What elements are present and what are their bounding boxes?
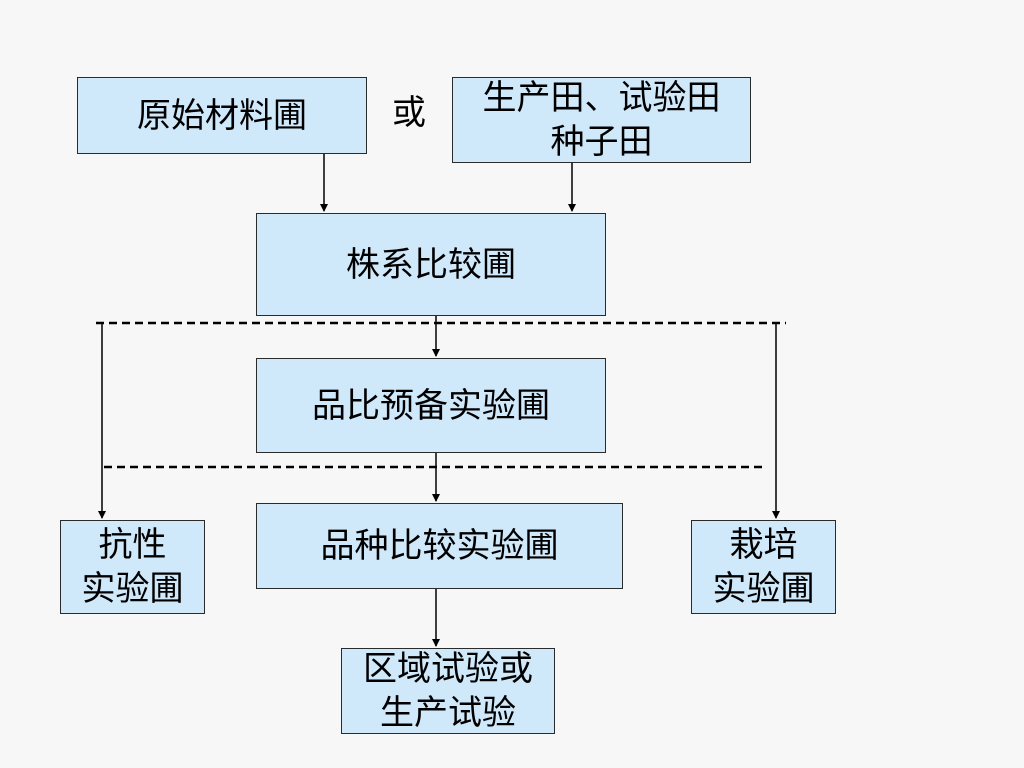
- or-connector-text: 或: [392, 93, 426, 133]
- line-comparison-label: 株系比较圃: [346, 244, 516, 285]
- production-trial-seed-field-box: 生产田、试验田 种子田: [452, 77, 751, 163]
- seed-field-label: 种子田: [550, 122, 653, 162]
- regional-trial-box: 区域试验或 生产试验: [341, 648, 555, 734]
- regional-trial-label: 区域试验或: [363, 649, 533, 689]
- resistance-trial-label: 实验圃: [81, 569, 184, 609]
- production-trial-field-label: 生产田、试验田: [482, 78, 721, 118]
- variety-comparison-box: 品种比较实验圃: [256, 503, 623, 589]
- variety-comparison-label: 品种比较实验圃: [320, 526, 559, 566]
- preliminary-trial-box: 品比预备实验圃: [256, 358, 606, 453]
- original-nursery-box: 原始材料圃: [77, 77, 367, 154]
- production-trial-label: 生产试验: [380, 693, 516, 733]
- cultivation-trial-label: 实验圃: [712, 569, 815, 609]
- line-comparison-box: 株系比较圃: [256, 213, 606, 316]
- resistance-trial-box: 抗性 实验圃: [60, 520, 205, 614]
- cultivation-trial-box: 栽培 实验圃: [691, 520, 836, 614]
- preliminary-trial-label: 品比预备实验圃: [312, 385, 550, 426]
- resistance-label: 抗性: [98, 525, 167, 565]
- original-nursery-label: 原始材料圃: [137, 95, 307, 136]
- cultivation-label: 栽培: [729, 525, 798, 565]
